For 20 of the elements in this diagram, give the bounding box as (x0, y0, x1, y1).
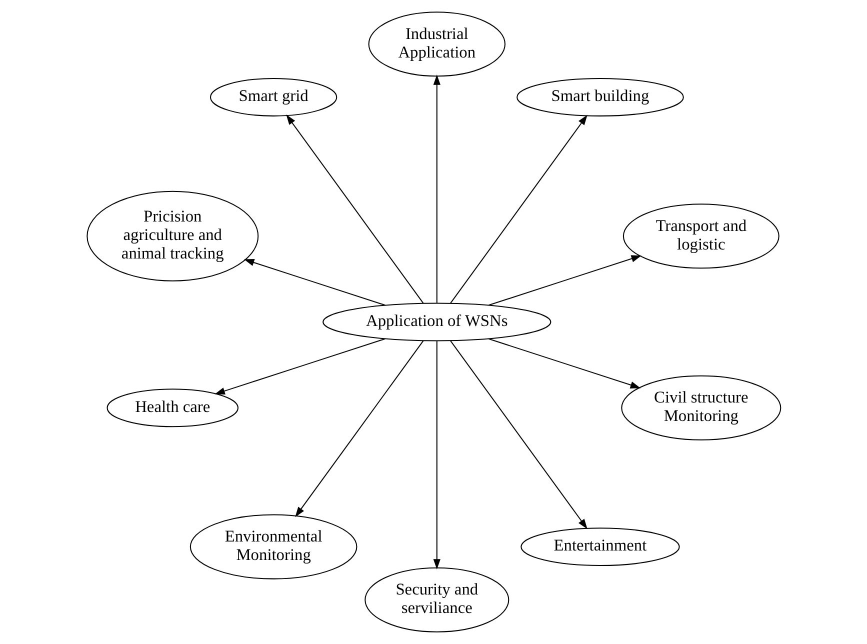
arrow (488, 255, 642, 306)
arrow (432, 74, 440, 303)
arrow (488, 338, 640, 388)
node-ellipse: Environmental Monitoring (189, 514, 357, 580)
node-ellipse: Security and serviliance (364, 567, 509, 632)
arrow (450, 340, 587, 530)
arrow (294, 340, 424, 518)
node-ellipse: Entertainment (520, 528, 680, 566)
arrow (243, 259, 385, 306)
arrow (286, 114, 424, 304)
node-ellipse: Smart grid (209, 78, 337, 116)
node-ellipse: Industrial Application (368, 12, 506, 77)
node-ellipse: Application of WSNs (322, 302, 551, 342)
node-ellipse: Civil structure Monitoring (620, 375, 781, 440)
arrow (450, 114, 587, 304)
node-ellipse: Transport and logistic (622, 204, 779, 269)
node-ellipse: Pricision agriculture and animal tracking (86, 190, 258, 282)
arrow (432, 341, 440, 570)
node-ellipse: Smart building (516, 78, 684, 116)
arrow (214, 338, 385, 394)
